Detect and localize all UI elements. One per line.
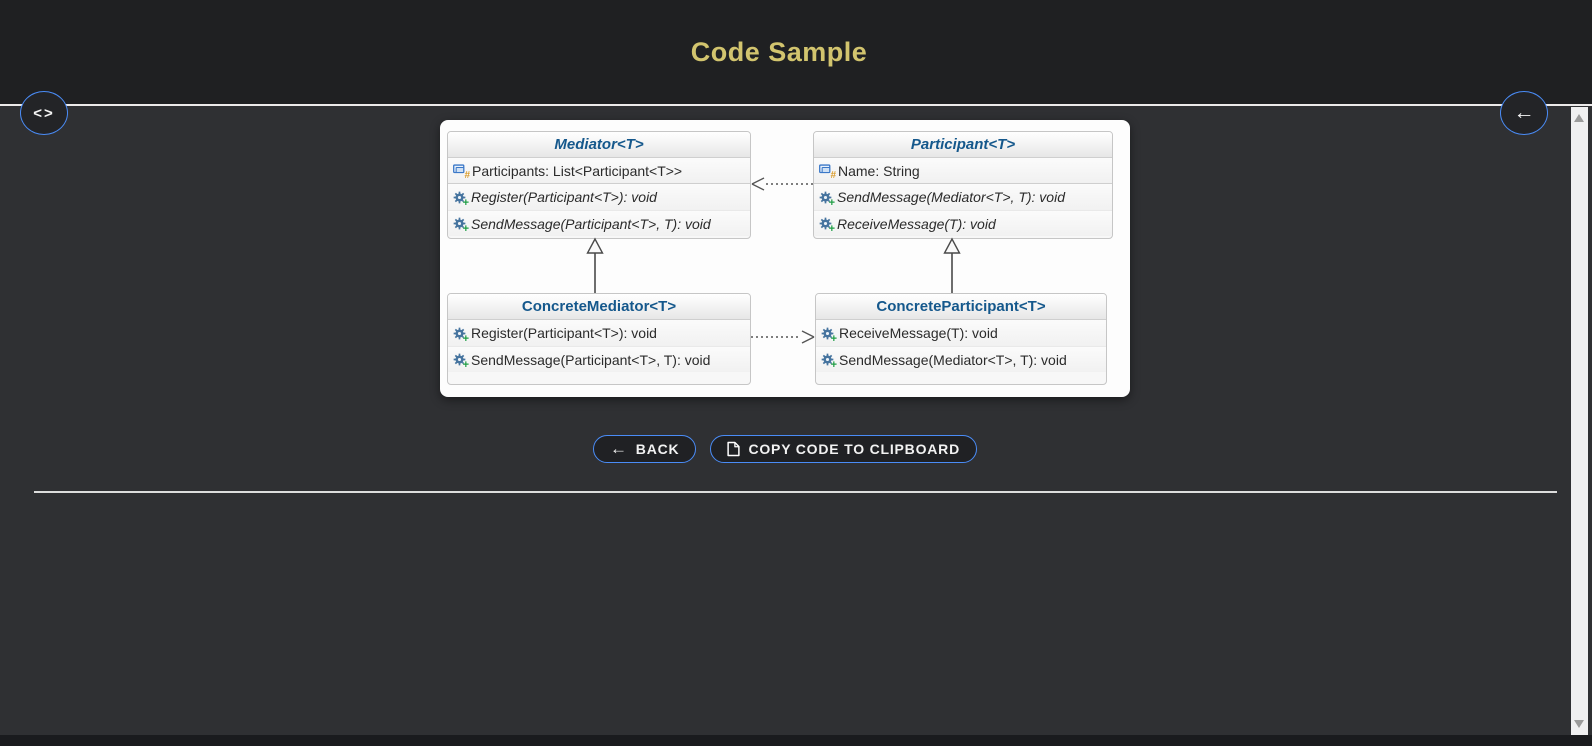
- uml-class-concrete-mediator: ConcreteMediator<T> + Register(Participa…: [447, 293, 751, 385]
- scrollbar-up-arrow[interactable]: [1574, 114, 1584, 122]
- class-method-row: + ReceiveMessage(T): void: [814, 210, 1112, 236]
- header: Code Sample: [0, 0, 1592, 106]
- class-title: Participant<T>: [814, 132, 1112, 158]
- method-icon: +: [453, 327, 469, 345]
- back-button[interactable]: ← BACK: [592, 435, 697, 463]
- horizontal-divider: [34, 491, 1557, 493]
- scrollbar-down-arrow[interactable]: [1574, 720, 1584, 728]
- vertical-scrollbar[interactable]: [1571, 107, 1588, 735]
- field-icon: #: [819, 164, 836, 181]
- uml-class-concrete-participant: ConcreteParticipant<T> + ReceiveMessage(…: [815, 293, 1107, 385]
- method-text: SendMessage(Participant<T>, T): void: [471, 215, 711, 232]
- class-title: Mediator<T>: [448, 132, 750, 158]
- actions-row: ← BACK COPY CODE TO CLIPBOARD: [0, 435, 1570, 463]
- method-icon: +: [453, 217, 469, 235]
- header-inner: Code Sample: [0, 0, 1558, 68]
- property-text: Name: String: [838, 162, 920, 179]
- method-text: SendMessage(Mediator<T>, T): void: [837, 189, 1065, 205]
- bottom-bar: [0, 735, 1592, 746]
- method-text: Register(Participant<T>): void: [471, 325, 657, 341]
- class-method-row: + Register(Participant<T>): void: [448, 184, 750, 210]
- method-text: SendMessage(Participant<T>, T): void: [471, 351, 711, 368]
- code-icon: <>: [33, 104, 55, 122]
- back-button-label: BACK: [635, 441, 680, 457]
- method-icon: +: [819, 191, 835, 209]
- copy-code-button-label: COPY CODE TO CLIPBOARD: [748, 441, 961, 457]
- back-circle-button[interactable]: ←: [1500, 91, 1548, 135]
- method-text: Register(Participant<T>): void: [471, 189, 657, 205]
- back-arrow-icon: ←: [1513, 101, 1535, 124]
- view-code-button[interactable]: <>: [20, 91, 68, 135]
- class-title: ConcreteMediator<T>: [448, 294, 750, 320]
- property-text: Participants: List<Participant<T>>: [472, 162, 683, 179]
- class-method-row: + SendMessage(Participant<T>, T): void: [448, 346, 750, 372]
- copy-document-icon: [727, 441, 741, 457]
- method-text: SendMessage(Mediator<T>, T): void: [839, 351, 1067, 368]
- class-method-row: + SendMessage(Mediator<T>, T): void: [814, 184, 1112, 210]
- copy-code-button[interactable]: COPY CODE TO CLIPBOARD: [710, 435, 978, 463]
- class-method-row: + SendMessage(Participant<T>, T): void: [448, 210, 750, 236]
- method-text: ReceiveMessage(T): void: [837, 215, 996, 232]
- method-icon: +: [821, 327, 837, 345]
- class-property-row: # Name: String: [814, 158, 1112, 184]
- class-property-row: # Participants: List<Participant<T>>: [448, 158, 750, 184]
- method-icon: +: [821, 353, 837, 371]
- method-icon: +: [453, 191, 469, 209]
- method-icon: +: [453, 353, 469, 371]
- back-arrow-icon: ←: [609, 439, 628, 458]
- class-method-row: + ReceiveMessage(T): void: [816, 320, 1106, 346]
- uml-class-participant: Participant<T> # Name: String + SendMess…: [813, 131, 1113, 239]
- page-title: Code Sample: [690, 37, 868, 67]
- class-method-row: + SendMessage(Mediator<T>, T): void: [816, 346, 1106, 372]
- method-text: ReceiveMessage(T): void: [839, 325, 998, 341]
- uml-diagram-panel: Mediator<T> # Participants: List<Partici…: [440, 120, 1130, 397]
- method-icon: +: [819, 217, 835, 235]
- class-title: ConcreteParticipant<T>: [816, 294, 1106, 320]
- field-icon: #: [453, 164, 470, 181]
- class-method-row: + Register(Participant<T>): void: [448, 320, 750, 346]
- uml-class-mediator: Mediator<T> # Participants: List<Partici…: [447, 131, 751, 239]
